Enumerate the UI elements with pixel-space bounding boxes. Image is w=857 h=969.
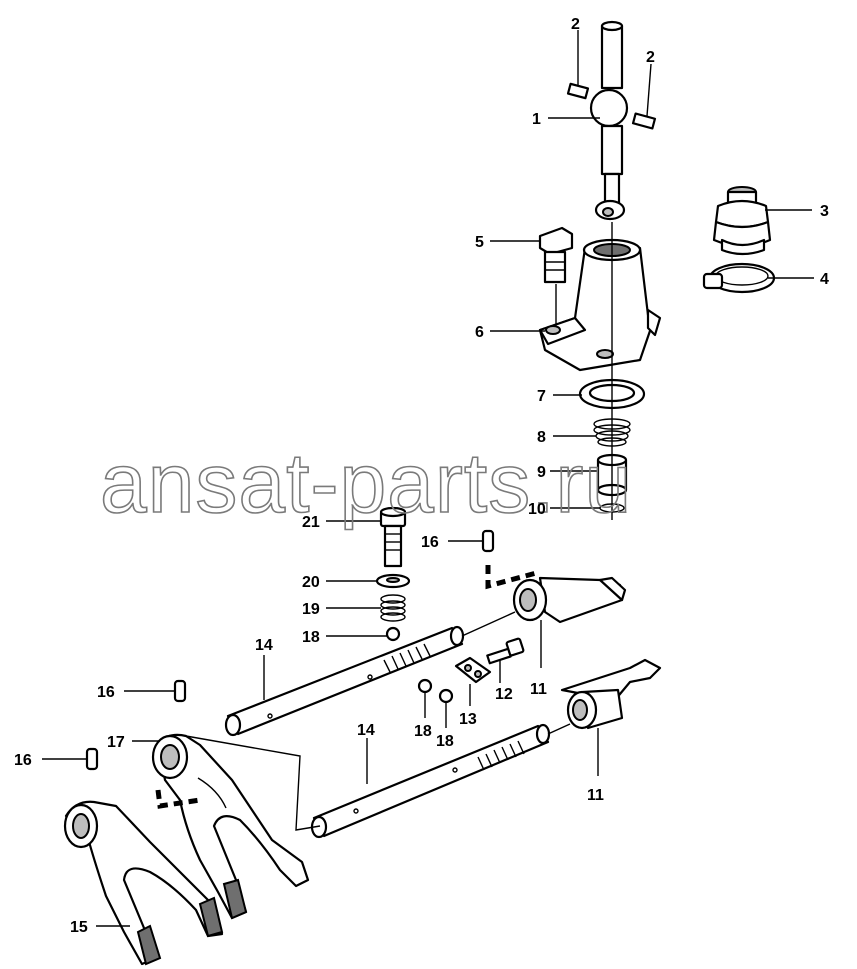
part-16-pin-top [481,529,495,553]
part-6-lever-housing [538,238,662,372]
callout-5: 5 [475,234,484,251]
callout-2-right: 2 [646,49,655,66]
part-17-shift-fork [151,733,321,920]
callout-11-upper: 11 [530,681,547,698]
part-12-screw [486,637,525,665]
callout-18-low: 18 [436,733,454,750]
part-20-washer [375,573,411,589]
part-21-bolt [379,506,407,568]
callout-7: 7 [537,388,546,405]
callout-16-left: 16 [14,752,32,769]
part-2-pins [566,82,657,130]
part-14-shift-rod-lower [310,723,571,839]
callout-19: 19 [302,601,320,618]
callout-12: 12 [495,686,513,703]
callout-16-mid: 16 [97,684,115,701]
part-14-shift-rod-upper [224,611,516,737]
part-16-pin-mid [173,679,187,703]
callout-21: 21 [302,514,320,531]
callout-11-lower: 11 [587,787,604,804]
callout-9: 9 [537,464,546,481]
part-18-balls-lower [417,678,454,704]
part-15-shift-fork [63,789,224,966]
part-19-spring [380,594,406,622]
part-4-hose-clamp [702,262,776,294]
callout-1: 1 [532,111,541,128]
watermark-text: ansat-parts.ru [100,436,632,530]
part-1-gear-lever [589,20,629,221]
part-13-plate [454,656,492,684]
callout-14-lower: 14 [357,722,375,739]
part-18-ball-top [385,626,401,642]
callout-8: 8 [537,429,546,446]
part-11-selector-lower [560,658,662,730]
callout-15: 15 [70,919,88,936]
callout-10: 10 [528,501,546,518]
callout-18-mid: 18 [414,723,432,740]
part-5-bolt [538,226,574,330]
part-16-pin-left [85,747,99,771]
callout-4: 4 [820,271,829,288]
callout-2-left: 2 [571,16,580,33]
callout-labels: 1 2 2 3 4 5 6 7 8 9 10 11 11 12 13 14 14… [14,16,829,936]
part-3-rubber-boot [712,186,772,256]
callout-14-upper: 14 [255,637,273,654]
callout-6: 6 [475,324,484,341]
leader-lines [42,30,814,927]
callout-13: 13 [459,711,477,728]
part-11-selector-upper [485,565,627,624]
callout-3: 3 [820,203,829,220]
callout-18-top: 18 [302,629,320,646]
callout-20: 20 [302,574,320,591]
callout-17: 17 [107,734,125,751]
callout-16-top: 16 [421,534,439,551]
